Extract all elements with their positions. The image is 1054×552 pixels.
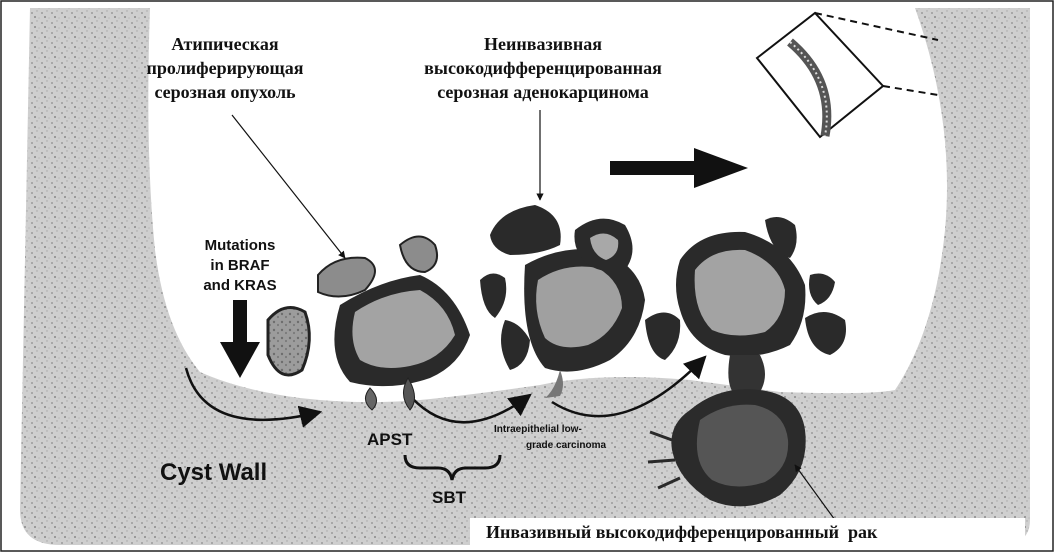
apst-label: APST [367,430,413,449]
intraepithelial-label-line1: Intraepithelial low- [494,424,582,435]
apst-ru-label-line1: Атипическая [171,34,279,54]
cyst-wall-label: Cyst Wall [160,459,267,486]
mutations-label-line1: Mutations [205,237,276,254]
apst-ru-label-line2: пролиферирующая [147,58,304,78]
mutations-label-line2: in BRAF [210,257,269,274]
noninvasive-ru-label-line3: серозная аденокарцинома [437,82,649,102]
noninvasive-ru-label-line1: Неинвазивная [484,34,602,54]
intraepithelial-label-line2: grade carcinoma [526,440,606,451]
sbt-label: SBT [432,488,467,507]
apst-ru-label-line3: серозная опухоль [154,82,296,102]
invasive-ru-label: Инвазивный высокодифференцированный рак [486,522,878,542]
mutations-label-line3: and KRAS [203,277,276,294]
noninvasive-ru-label-line2: высокодифференцированная [424,58,662,78]
